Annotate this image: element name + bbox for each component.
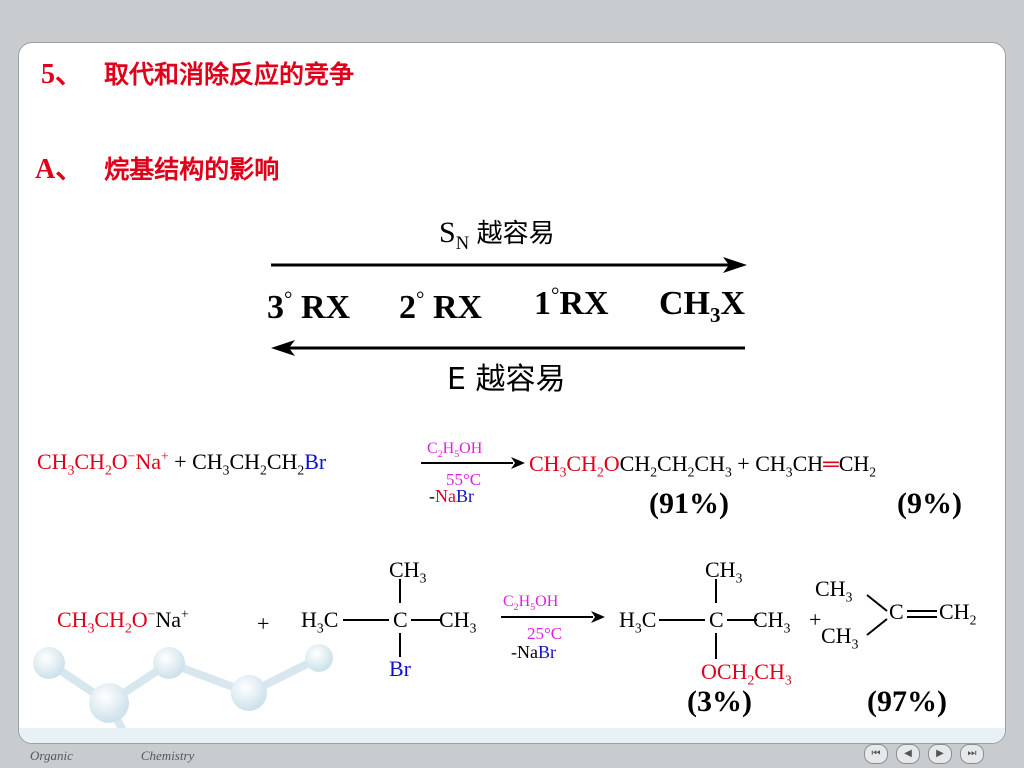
substrate-1: 1°RX: [534, 284, 609, 322]
r2-plus2: +: [809, 607, 822, 632]
r1-yield1: (91%): [649, 487, 729, 520]
heading-section-5: 5、 取代和消除反应的竞争: [41, 61, 354, 89]
r2-yield2: (97%): [867, 685, 947, 718]
molecule-decoration: [19, 644, 1005, 743]
r2-prod-right-ch3: CH3: [753, 607, 791, 636]
r2-byp-br: Br: [538, 642, 556, 662]
heading2-text: 烷基结构的影响: [104, 155, 280, 184]
r1-double-bond: ═: [823, 451, 839, 476]
r2-top-ch3: CH3: [389, 557, 427, 586]
r2-yield1: (3%): [687, 685, 752, 718]
series-rx-3: RX: [300, 289, 351, 326]
footer-chemistry: Chemistry: [140, 748, 195, 763]
r2-prod-h3c: H3C: [619, 607, 657, 636]
r1-propyl: CH3CH2CH2: [192, 449, 305, 478]
nav-prev-button[interactable]: ◀: [896, 744, 920, 764]
r2-br: Br: [389, 656, 411, 681]
r2-minus: −: [147, 606, 156, 622]
r1-byp-br: Br: [456, 486, 474, 506]
r1-plus2: +: [737, 451, 750, 476]
r1-prod-alkene-ch2: CH2: [838, 451, 877, 480]
r1-temp: 55°C: [446, 470, 482, 489]
r2-alk-c: C: [889, 599, 904, 624]
slide: 5、 取代和消除反应的竞争 A、 烷基结构的影响 SN 越容易 3° RX 2°…: [18, 42, 1006, 744]
r2-ethoxide: CH3CH2O−Na+: [57, 606, 189, 636]
r1-minus: −: [127, 448, 136, 464]
r2-prod-center-c: C: [709, 607, 724, 632]
r2-na: Na: [155, 607, 181, 632]
r2-byp-dash: -: [511, 642, 517, 662]
r1-prod-ether-blk: CH2CH2CH3: [619, 451, 732, 480]
r2-right-ch3: CH3: [439, 607, 477, 636]
degree-3: °: [284, 286, 293, 311]
substrate-methyl: CH3X: [659, 285, 746, 326]
sn-s: S: [439, 216, 456, 249]
series-rx-2: RX: [432, 289, 483, 326]
substrate-series: 3° RX: [267, 288, 351, 326]
sn-rest: 越容易: [476, 219, 555, 249]
e-easier-label: E 越容易: [447, 362, 566, 397]
r1-ethoxide: CH3CH2O−Na+ + CH3CH2CH2Br: [37, 448, 327, 478]
r2-plus: +: [257, 611, 270, 636]
heading1-number: 5、: [41, 59, 84, 90]
footer-brand: Organic Chemistry: [30, 748, 262, 764]
r1-solvent: C2H5OH: [427, 440, 483, 461]
r2-temp: 25°C: [527, 624, 563, 643]
r1-byp-na: Na: [435, 486, 456, 506]
e-arrow-left: [271, 340, 745, 356]
sn-easier-label: SN 越容易: [439, 216, 555, 253]
r2-arrow: [501, 611, 605, 623]
sn-arrow-right: [271, 257, 747, 273]
r2-h3c: H3C: [301, 607, 339, 636]
series-2: 2: [399, 289, 416, 326]
r2-prod-bonds: [659, 579, 757, 659]
r2-bonds: [343, 579, 441, 657]
r2-center-c: C: [393, 607, 408, 632]
heading2-number: A、: [35, 154, 84, 185]
footer-organic: Organic: [30, 748, 73, 763]
degree-1: °: [551, 282, 560, 307]
nav-last-button[interactable]: ⏭: [960, 744, 984, 764]
r1-br: Br: [304, 449, 327, 474]
r1-plus-charge: +: [160, 448, 169, 464]
nav-first-button[interactable]: ⏮: [864, 744, 888, 764]
ch3x-3: 3: [710, 302, 721, 327]
ch3x-ch: CH: [659, 285, 710, 322]
r2-alk-ch3-bottom: CH3: [821, 623, 859, 652]
r2-ethoxide-formula: CH3CH2O: [57, 607, 148, 636]
r1-byp-dash: -: [429, 486, 435, 506]
heading-subsection-a: A、 烷基结构的影响: [35, 156, 279, 184]
r2-plus-charge: +: [180, 606, 189, 622]
degree-2: °: [416, 286, 425, 311]
ch3x-x: X: [720, 285, 746, 322]
series-3: 3: [267, 289, 284, 326]
r2-byp-na: Na: [517, 642, 538, 662]
r2-alk-ch2: CH2: [939, 599, 977, 628]
r1-prod-ether-red: CH3CH2O: [529, 451, 620, 480]
nav-next-button[interactable]: ▶: [928, 744, 952, 764]
r1-ethoxide-formula: CH3CH2O: [37, 449, 128, 478]
r2-byproduct: -NaBr: [511, 643, 556, 661]
series-rx-1: RX: [559, 285, 609, 322]
r2-prod-ethoxy: OCH2CH3: [701, 659, 792, 688]
r1-arrow: [421, 457, 525, 469]
substrate-2: 2° RX: [399, 288, 483, 326]
r1-prod-alkene: CH3CH: [755, 451, 824, 480]
r1-na: Na: [135, 449, 161, 474]
sn-n: N: [455, 233, 470, 254]
r2-alk-ch3-top: CH3: [815, 576, 853, 605]
r2-prod-top-ch3: CH3: [705, 557, 743, 586]
r1-byproduct: -NaBr: [429, 487, 474, 505]
series-1: 1: [534, 285, 551, 322]
r2-solvent: C2H5OH: [503, 593, 559, 614]
r2-alk-bonds: [866, 594, 937, 636]
r1-plus: +: [174, 449, 187, 474]
heading1-text: 取代和消除反应的竞争: [104, 60, 355, 89]
r1-yield2: (9%): [897, 487, 962, 520]
r1-products: CH3CH2OCH2CH2CH3 + CH3CH═CH2: [529, 451, 877, 480]
